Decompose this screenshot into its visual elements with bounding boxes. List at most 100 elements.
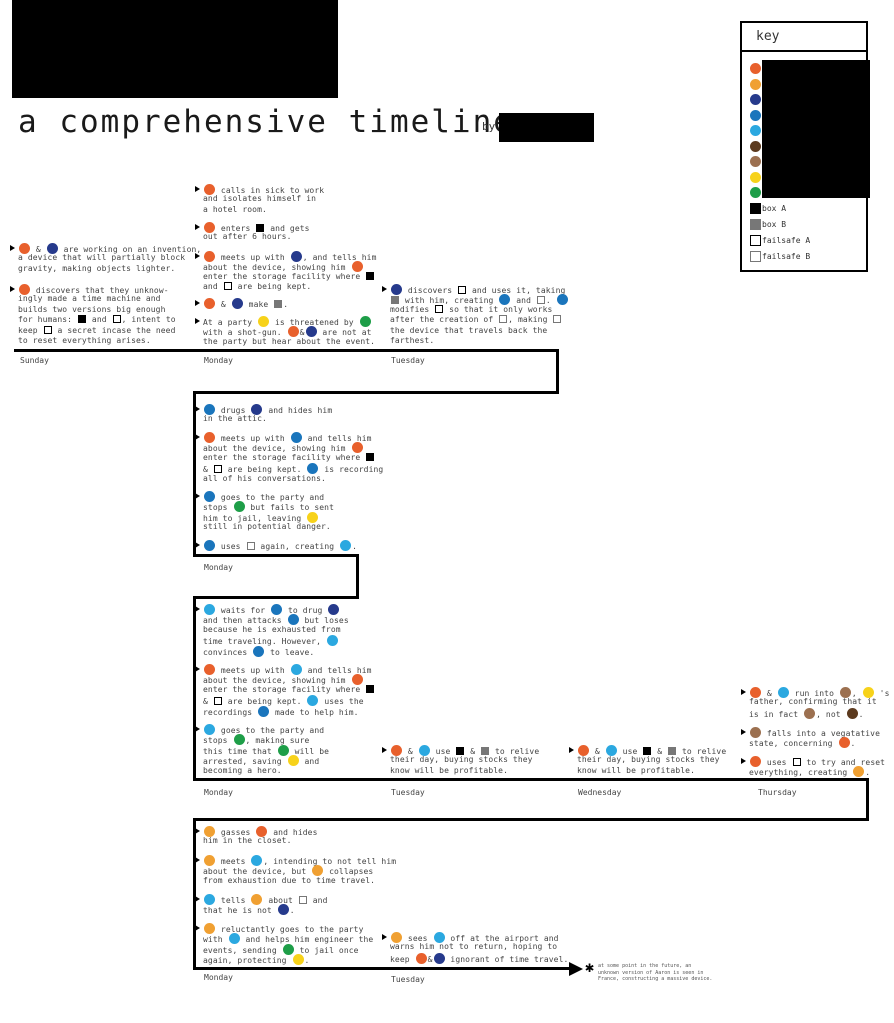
event-text: & [403,747,418,756]
event-line: is in fact , not . [741,707,890,719]
box-a-icon [256,224,265,232]
bullet-arrow-icon [195,186,200,192]
event-text: a hotel room. [203,204,267,214]
timeline-segment [193,596,196,781]
box-b-swatch [750,219,761,230]
event-line: & run into , 's [741,687,890,698]
event-text: so that it only works [444,304,553,314]
key-color-dot [750,156,761,167]
box-a-icon [78,315,86,324]
event-text: farthest. [390,335,435,345]
character-dot-icon [204,540,215,551]
event-text: discovers [403,286,458,295]
event-line: convinces to leave. [195,645,349,657]
character-dot-icon [391,284,402,295]
event-text: uses [762,758,792,767]
event-text: for humans: [18,315,77,325]
event-text: still in potential danger. [203,522,331,532]
timeline-segment [193,967,571,970]
character-dot-icon [290,432,302,443]
character-dot-icon [256,826,268,837]
event-text: , intending to not tell him [263,857,397,866]
event-text: him in the closet. [203,836,292,846]
event-line: meets up with and tells him [195,432,383,443]
event-line: discovers that they unknow- [10,284,176,295]
event-text: arrested, saving [203,757,287,767]
event-text: enters [216,224,256,233]
event-line: waits for to drug [195,604,349,615]
bullet-arrow-icon [195,857,200,863]
bullet-arrow-icon [10,245,15,251]
event-line: sees off at the airport and [382,932,568,943]
event-line: all of his conversations. [195,474,383,484]
day-label-tuesday: Tuesday [391,356,425,365]
event-text: and [87,315,112,325]
box-b-icon [481,747,490,755]
character-dot-icon [204,298,215,309]
box-a-icon [366,452,375,461]
timeline-segment [193,818,869,821]
bullet-arrow-icon [195,493,200,499]
event-line: & make . [195,298,288,309]
event-text: again, creating [255,542,340,551]
event-text: to jail once [294,945,359,955]
failsafe-b-label: failsafe B [762,252,811,261]
character-dot-icon [231,298,243,309]
event-line: becoming a hero. [195,766,329,776]
character-dot-icon [359,316,371,327]
event-mon-1e: At a party is threatened by with a shot-… [195,316,375,347]
event-line: everything, creating . [741,766,885,778]
event-line: drugs and hides him [195,404,332,415]
event-line: stops but fails to sent [195,501,334,513]
timeline-segment [193,554,359,557]
failsafe-b-icon [246,542,255,550]
event-text: to try and reset [801,758,886,767]
event-text: , not [816,709,846,719]
box-a-icon [366,271,375,280]
box-a-swatch [750,203,761,214]
character-dot-icon [838,737,850,749]
character-dot-icon [578,745,589,756]
failsafe-a-icon [213,465,222,474]
event-line: this time that will be [195,744,329,756]
event-line: discovers and uses it, taking [382,284,569,295]
event-line: farthest. [382,336,569,346]
event-mon-2d: uses again, creating . [195,540,357,551]
character-dot-icon [556,294,568,306]
event-line: enter the storage facility where [195,684,375,695]
event-line: and isolates himself in [195,194,324,204]
box-a-label: box A [762,204,787,213]
event-text: & [762,689,777,698]
event-text: meets up with [216,434,290,443]
character-dot-icon [391,745,402,756]
bullet-arrow-icon [195,434,200,440]
event-line: uses again, creating . [195,540,357,551]
character-dot-icon [415,952,427,964]
failsafe-b-icon [553,315,562,324]
failsafe-a-icon [458,286,467,294]
event-text: after the creation of [390,315,499,325]
event-sun-1: & are working on an invention,a device t… [10,243,201,274]
future-note-line: at some point in the future, an [598,963,692,969]
failsafe-a-icon [792,758,801,766]
event-text: . [304,956,310,966]
event-line: and then attacks but loses [195,614,349,626]
future-note-line: unknown version of Aaron is seen in [598,969,704,976]
character-dot-icon [204,664,215,675]
redacted-header-block [12,0,338,98]
event-text: is recording [319,465,384,475]
key-divider [742,50,866,52]
event-line: father, confirming that it [741,697,890,707]
event-text: enter the storage facility where [203,271,366,281]
event-line: keep & ignorant of time travel. [382,952,568,964]
event-text: & [652,747,668,756]
event-line: him in the closet. [195,836,318,846]
event-text: from exhaustion due to time travel. [203,875,376,885]
event-line: & are being kept. is recording [195,463,384,475]
